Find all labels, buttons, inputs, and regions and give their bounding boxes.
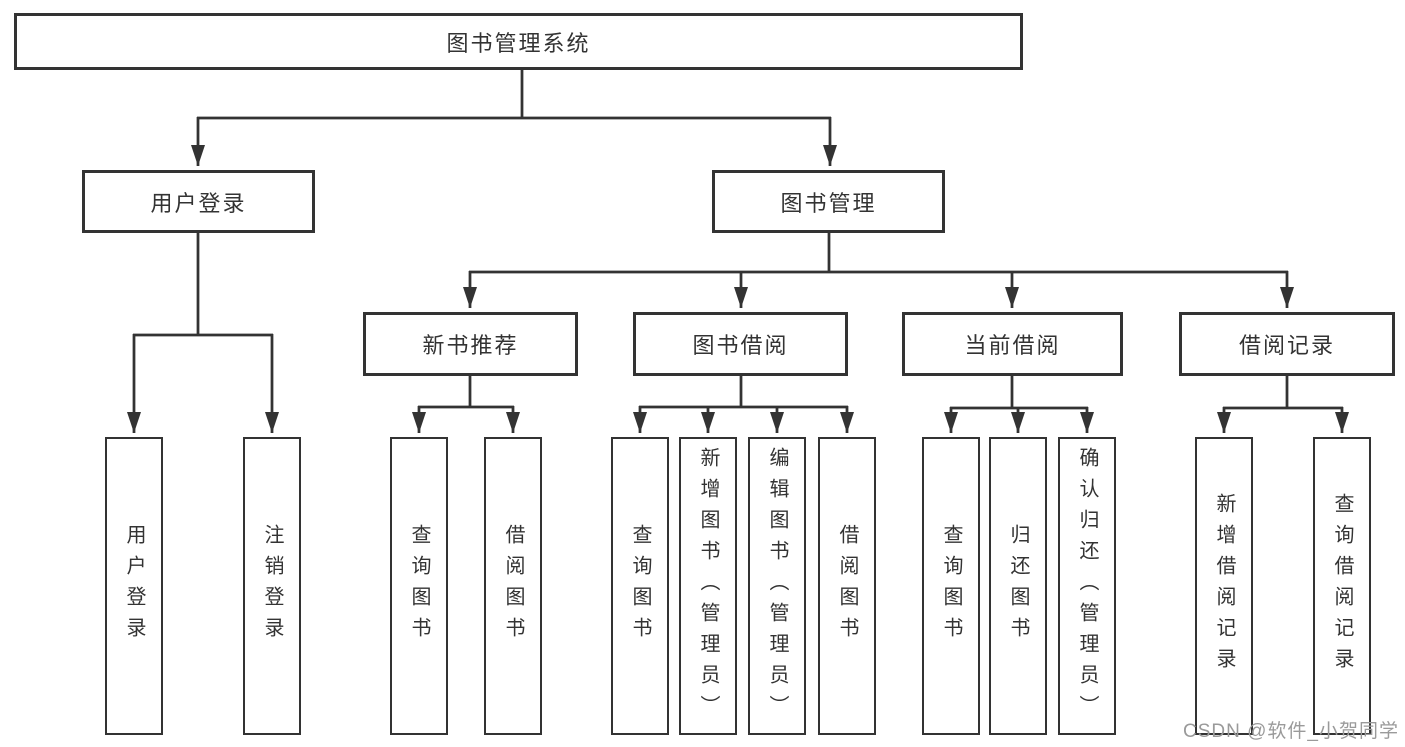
leaf-borrow-books-recommend: 借阅图书: [484, 437, 542, 735]
node-borrow-records: 借阅记录: [1179, 312, 1395, 376]
node-label: 用户登录: [123, 524, 145, 648]
node-label: 查询图书: [408, 524, 430, 648]
leaf-add-books-admin: 新增图书（管理员）: [679, 437, 737, 735]
node-label: 新增借阅记录: [1213, 493, 1235, 679]
node-label: 借阅记录: [1238, 333, 1335, 358]
node-label: 用户登录: [150, 190, 247, 216]
leaf-borrow-books: 借阅图书: [818, 437, 876, 735]
node-label: 注销登录: [261, 524, 283, 648]
node-label: 借阅图书: [502, 524, 524, 648]
node-label: 新书推荐: [422, 333, 519, 358]
node-label: 查询图书: [629, 524, 651, 648]
node-label: 借阅图书: [836, 524, 858, 648]
leaf-confirm-return-admin: 确认归还（管理员）: [1058, 437, 1116, 735]
watermark: CSDN @软件_小贺同学: [1183, 721, 1399, 742]
leaf-return-books: 归还图书: [989, 437, 1047, 735]
leaf-user-login: 用户登录: [105, 437, 163, 735]
node-label: 查询图书: [940, 524, 962, 648]
leaf-query-borrow-record: 查询借阅记录: [1313, 437, 1371, 735]
node-label: 归还图书: [1007, 524, 1029, 648]
node-book-borrowing: 图书借阅: [633, 312, 848, 376]
leaf-edit-books-admin: 编辑图书（管理员）: [748, 437, 806, 735]
node-new-book-recommend: 新书推荐: [363, 312, 578, 376]
leaf-query-books-current: 查询图书: [922, 437, 980, 735]
node-label: 确认归还（管理员）: [1076, 446, 1098, 726]
node-label: 图书借阅: [692, 333, 789, 358]
node-library-management-system: 图书管理系统: [14, 13, 1023, 70]
node-current-borrowing: 当前借阅: [902, 312, 1123, 376]
leaf-query-books-borrowing: 查询图书: [611, 437, 669, 735]
node-label: 当前借阅: [964, 333, 1061, 358]
node-book-management: 图书管理: [712, 170, 945, 233]
node-label: 图书管理: [780, 190, 877, 216]
node-label: 图书管理系统: [446, 30, 591, 56]
node-label: 编辑图书（管理员）: [766, 446, 788, 726]
node-label: 查询借阅记录: [1331, 493, 1353, 679]
leaf-logout: 注销登录: [243, 437, 301, 735]
leaf-query-books-recommend: 查询图书: [390, 437, 448, 735]
node-user-login: 用户登录: [82, 170, 315, 233]
node-label: 新增图书（管理员）: [697, 446, 719, 726]
leaf-add-borrow-record: 新增借阅记录: [1195, 437, 1253, 735]
